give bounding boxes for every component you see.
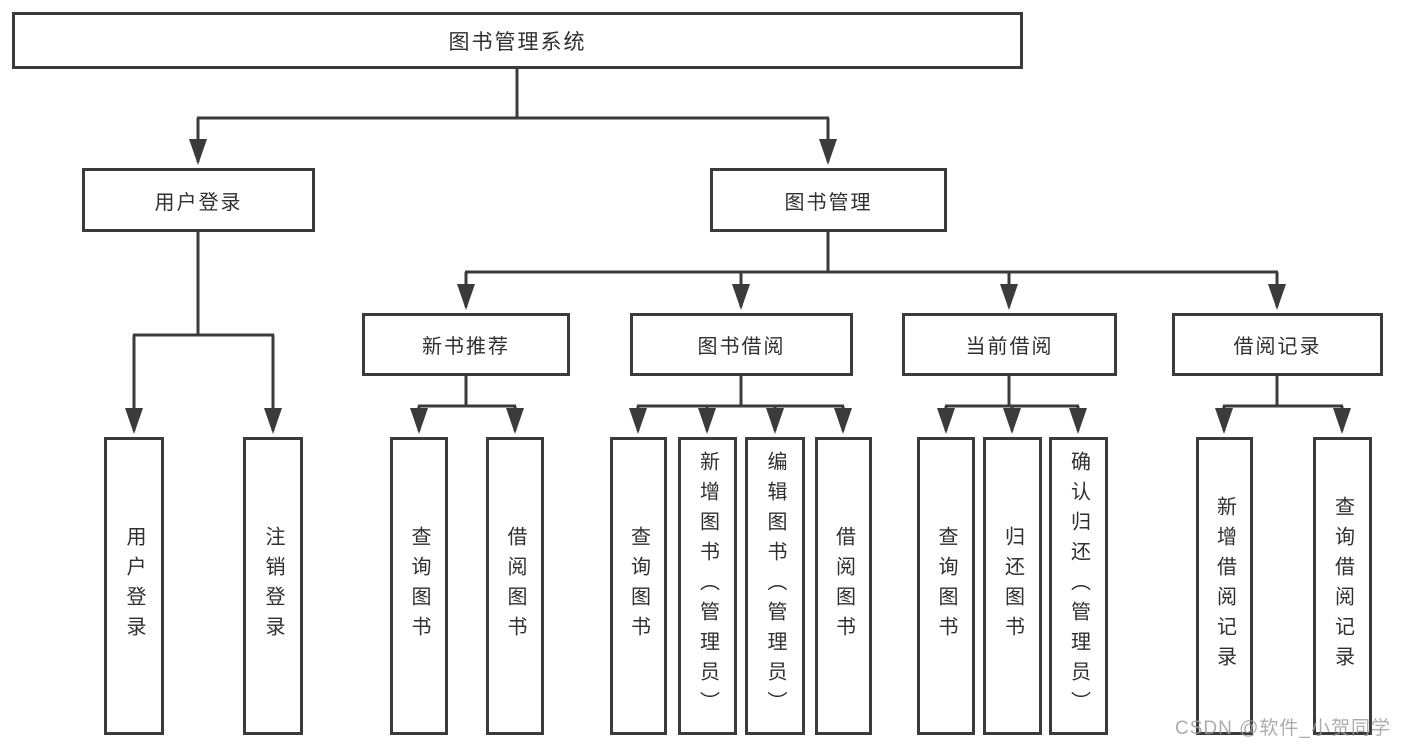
leaf-confirm-return-admin: 确认归还（管理员） — [1049, 437, 1108, 735]
node-new-book-recommend: 新书推荐 — [362, 313, 570, 376]
node-label: 借阅图书 — [504, 526, 526, 646]
node-label: 查询图书 — [627, 526, 650, 646]
node-label: 用户登录 — [154, 191, 243, 214]
leaf-return-books: 归还图书 — [983, 437, 1042, 735]
leaf-add-books-admin: 新增图书（管理员） — [678, 437, 737, 735]
node-label: 图书管理系统 — [448, 30, 587, 54]
node-label: 借阅图书 — [832, 526, 855, 646]
node-label: 图书管理 — [784, 191, 873, 214]
node-label: 查询图书 — [408, 526, 430, 646]
node-label: 编辑图书（管理员） — [764, 451, 786, 721]
leaf-add-borrow-record: 新增借阅记录 — [1196, 437, 1253, 735]
node-label: 查询图书 — [935, 526, 957, 646]
node-label: 注销登录 — [262, 526, 284, 646]
leaf-query-books-3: 查询图书 — [917, 437, 975, 735]
node-current-borrow: 当前借阅 — [902, 313, 1117, 376]
node-label: 图书借阅 — [697, 336, 786, 358]
leaf-borrow-books-2: 借阅图书 — [815, 437, 872, 735]
leaf-borrow-books-1: 借阅图书 — [486, 437, 544, 735]
node-book-management: 图书管理 — [710, 168, 947, 232]
leaf-query-borrow-record: 查询借阅记录 — [1313, 437, 1372, 735]
node-label: 用户登录 — [123, 526, 145, 646]
node-root: 图书管理系统 — [12, 12, 1023, 69]
node-label: 新书推荐 — [422, 336, 510, 358]
node-borrow-records: 借阅记录 — [1172, 313, 1383, 376]
node-label: 当前借阅 — [965, 336, 1054, 358]
csdn-watermark: CSDN @软件_小贺同学 — [1175, 718, 1391, 739]
node-label: 查询借阅记录 — [1331, 496, 1354, 676]
leaf-logout: 注销登录 — [243, 437, 303, 735]
node-book-borrow: 图书借阅 — [630, 313, 853, 376]
node-label: 新增图书（管理员） — [696, 451, 719, 721]
node-label: 借阅记录 — [1233, 336, 1322, 358]
leaf-user-login: 用户登录 — [104, 437, 164, 735]
node-label: 确认归还（管理员） — [1067, 451, 1090, 721]
node-label: 归还图书 — [1001, 526, 1024, 646]
node-label: 新增借阅记录 — [1213, 496, 1236, 676]
node-user-login: 用户登录 — [82, 168, 315, 232]
leaf-query-books-1: 查询图书 — [390, 437, 448, 735]
leaf-edit-books-admin: 编辑图书（管理员） — [745, 437, 805, 735]
leaf-query-books-2: 查询图书 — [610, 437, 667, 735]
